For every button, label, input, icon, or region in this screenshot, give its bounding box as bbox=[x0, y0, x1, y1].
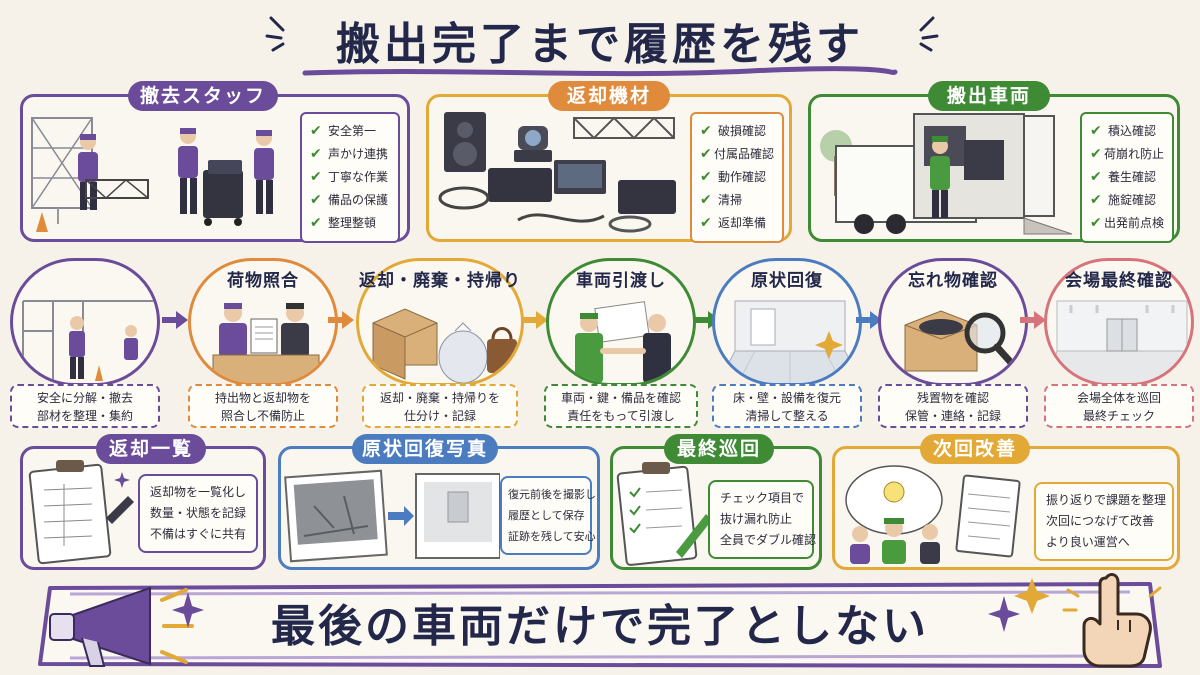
panel-final-patrol-title: 最終巡回 bbox=[664, 434, 774, 464]
flow-arrow-icon bbox=[856, 311, 882, 329]
step-label-vehicle-handover: 車両引渡し bbox=[576, 271, 666, 291]
checklist-item: ✔養生確認 bbox=[1090, 166, 1164, 189]
checklist-clipboard-icon bbox=[616, 462, 712, 566]
title-underline bbox=[302, 66, 898, 77]
before-after-photos-icon bbox=[284, 469, 500, 563]
slogan-text: 最後の車両だけで完了としない bbox=[271, 601, 929, 652]
check-icon: ✔ bbox=[310, 215, 322, 231]
step-circle-cargo-check bbox=[188, 258, 338, 386]
check-icon: ✔ bbox=[1090, 123, 1102, 139]
equipment-illustration bbox=[438, 112, 676, 233]
check-icon: ✔ bbox=[1090, 192, 1102, 208]
step-desc-final-venue-check: 会場全体を巡回最終チェック bbox=[1044, 384, 1194, 428]
vehicle-handover-icon bbox=[575, 301, 671, 383]
check-icon: ✔ bbox=[310, 192, 322, 208]
check-icon: ✔ bbox=[700, 215, 712, 231]
checklist-item: ✔声かけ連携 bbox=[310, 143, 390, 166]
checklist-item: ✔付属品確認 bbox=[700, 143, 774, 166]
sparkle-icon bbox=[172, 592, 204, 628]
removal-icon bbox=[22, 300, 153, 381]
removal-staff-illustration bbox=[31, 117, 274, 232]
returned-equipment-checklist: ✔破損確認 ✔付属品確認 ✔動作確認 ✔清掃 ✔返却準備 bbox=[690, 112, 784, 243]
step-circle-removal bbox=[10, 258, 160, 386]
checklist-item: ✔返却準備 bbox=[700, 212, 774, 235]
flow-arrow-icon bbox=[162, 311, 188, 329]
team-discussion-icon bbox=[845, 465, 1021, 564]
sparkle-lines-right bbox=[919, 16, 939, 52]
return-list-note: 返却物を一覧化し 数量・状態を記録 不備はすぐに共有 bbox=[138, 474, 258, 553]
restoration-icon bbox=[717, 300, 859, 383]
step-circle-vehicle-handover bbox=[546, 258, 696, 386]
check-icon: ✔ bbox=[1090, 146, 1102, 162]
flow-arrow-icon bbox=[1020, 311, 1046, 329]
panel-restoration-photos-title: 原状回復写真 bbox=[352, 434, 498, 464]
checklist-item: ✔施錠確認 bbox=[1090, 189, 1164, 212]
checklist-item: ✔破損確認 bbox=[700, 120, 774, 143]
step-desc-cargo-check: 持出物と返却物を照合し不備防止 bbox=[188, 384, 338, 428]
check-icon: ✔ bbox=[700, 169, 712, 185]
return-dispose-icon bbox=[372, 308, 517, 383]
check-icon: ✔ bbox=[310, 146, 322, 162]
panel-outbound-vehicle-title: 搬出車両 bbox=[928, 81, 1050, 111]
check-icon: ✔ bbox=[1090, 215, 1102, 231]
step-label-final-venue-check: 会場最終確認 bbox=[1065, 271, 1173, 291]
check-icon: ✔ bbox=[1090, 169, 1102, 185]
check-icon: ✔ bbox=[700, 123, 712, 139]
check-icon: ✔ bbox=[700, 146, 712, 162]
restoration-photos-note: 復元前後を撮影し 履歴として保存 証跡を残して安心 bbox=[500, 476, 596, 555]
checklist-item: ✔清掃 bbox=[700, 189, 774, 212]
removal-staff-checklist: ✔安全第一 ✔声かけ連携 ✔丁寧な作業 ✔備品の保護 ✔整理整頓 bbox=[300, 112, 400, 243]
step-desc-return-dispose: 返却・廃棄・持帰りを仕分け・記録 bbox=[362, 384, 518, 428]
step-desc-removal: 安全に分解・撤去部材を整理・集約 bbox=[10, 384, 160, 428]
panel-next-improvement-title: 次回改善 bbox=[920, 434, 1030, 464]
sparkle-lines-left bbox=[265, 16, 285, 52]
check-icon: ✔ bbox=[310, 123, 322, 139]
checklist-item: ✔備品の保護 bbox=[310, 189, 390, 212]
step-label-return-dispose: 返却・廃棄・持帰り bbox=[359, 271, 521, 291]
step-label-lost-item-check: 忘れ物確認 bbox=[908, 271, 998, 291]
step-desc-lost-item-check: 残置物を確認保管・連絡・記録 bbox=[878, 384, 1028, 428]
panel-returned-equipment-title: 返却機材 bbox=[548, 81, 670, 111]
clipboard-list-icon bbox=[28, 460, 134, 565]
step-circle-restoration bbox=[712, 258, 862, 386]
cargo-check-icon bbox=[212, 303, 320, 383]
panel-return-list-title: 返却一覧 bbox=[96, 434, 206, 464]
outbound-vehicle-checklist: ✔積込確認 ✔荷崩れ防止 ✔養生確認 ✔施錠確認 ✔出発前点検 bbox=[1080, 112, 1174, 243]
next-improvement-note: 振り返りで課題を整理 次回につなげて改善 より良い運営へ bbox=[1034, 482, 1174, 561]
panel-removal-staff-title: 撤去スタッフ bbox=[128, 81, 278, 111]
pointing-hand-icon bbox=[1062, 573, 1162, 668]
checklist-item: ✔積込確認 bbox=[1090, 120, 1164, 143]
step-desc-vehicle-handover: 車両・鍵・備品を確認責任をもって引渡し bbox=[544, 384, 698, 428]
megaphone-icon bbox=[49, 586, 194, 667]
check-icon: ✔ bbox=[700, 192, 712, 208]
checklist-item: ✔丁寧な作業 bbox=[310, 166, 390, 189]
sparkle-icon bbox=[1014, 578, 1050, 614]
check-icon: ✔ bbox=[310, 169, 322, 185]
page-title: 搬出完了まで履歴を残す bbox=[336, 19, 864, 70]
lost-item-check-icon bbox=[904, 310, 1019, 372]
step-label-cargo-check: 荷物照合 bbox=[227, 271, 299, 291]
step-desc-restoration: 床・壁・設備を復元清掃して整える bbox=[712, 384, 862, 428]
final-patrol-note: チェック項目で 抜け漏れ防止 全員でダブル確認 bbox=[708, 480, 816, 559]
truck-illustration bbox=[820, 113, 1073, 235]
flow-arrow-icon bbox=[328, 311, 354, 329]
checklist-item: ✔動作確認 bbox=[700, 166, 774, 189]
slogan-banner bbox=[38, 582, 1162, 668]
sparkle-icon bbox=[988, 596, 1020, 632]
checklist-item: ✔荷崩れ防止 bbox=[1090, 143, 1164, 166]
step-circle-lost-item-check bbox=[878, 258, 1028, 386]
flow-arrow-icon bbox=[522, 311, 548, 329]
checklist-item: ✔整理整頓 bbox=[310, 212, 390, 235]
step-label-restoration: 原状回復 bbox=[751, 271, 823, 291]
checklist-item: ✔出発前点検 bbox=[1090, 212, 1164, 235]
checklist-item: ✔安全第一 bbox=[310, 120, 390, 143]
